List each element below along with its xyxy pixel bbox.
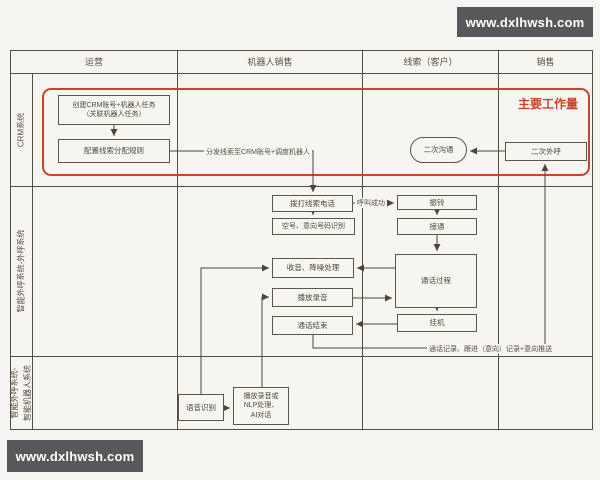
node-number-recognition: 空号、意向号码识别 <box>272 218 355 235</box>
lane-label-outbound-system: 智能外呼系统-外呼系统 <box>16 229 26 313</box>
connector-nlp-to-playrecord <box>261 293 269 387</box>
node-nlp-ai-dialog: 播放录音或 NLP处理、 AI对话 <box>233 387 289 425</box>
node-create-crm-account: 创建CRM账号+机器人任务 （关联机器人任务） <box>58 95 170 125</box>
node-audio-denoise: 收音、降噪处理 <box>272 258 354 278</box>
header-robot-sales: 机器人销售 <box>247 57 293 67</box>
lane-label-robot-system: 智能外呼系统- 智能机器人系统 <box>10 365 32 421</box>
header-sales: 销售 <box>536 57 555 67</box>
edge-label-record-push: 通话记录、跟进（意向）记录+意向推送 <box>427 344 555 354</box>
edge-label-call-success: 呼叫成功 <box>355 198 387 208</box>
node-second-outbound-call: 二次外呼 <box>505 142 587 161</box>
node-play-recording: 播放录音 <box>272 288 353 307</box>
node-speech-recognition: 语音识别 <box>178 394 224 421</box>
connector-asr-to-denoise <box>200 264 269 394</box>
highlight-rect-main-workload <box>42 88 590 176</box>
connector-config-to-dial <box>170 150 317 192</box>
swimlane-grid <box>10 50 593 430</box>
edge-label-dispatch-leads: 分发线索至CRM账号+调度机器人 <box>204 147 313 157</box>
lane-label-crm-system: CRM系统 <box>16 112 26 148</box>
node-second-communication: 二次沟通 <box>410 137 467 163</box>
main-workload-label: 主要工作量 <box>518 97 579 111</box>
header-lead-customer: 线索（客户） <box>403 57 458 67</box>
watermark-bottom: www.dxlhwsh.com <box>7 440 143 472</box>
node-call-end: 通话结束 <box>272 316 353 335</box>
watermark-top: www.dxlhwsh.com <box>457 7 593 37</box>
header-operations: 运营 <box>84 57 103 67</box>
node-dial-lead-phone: 拨打线索电话 <box>272 195 353 212</box>
node-call-process: 通话过程 <box>395 254 477 308</box>
node-hang-up: 挂机 <box>397 314 477 332</box>
node-ringing: 振铃 <box>397 195 477 210</box>
node-config-lead-rule: 配置线索分配规则 <box>58 139 170 163</box>
node-answered: 接通 <box>397 218 477 235</box>
